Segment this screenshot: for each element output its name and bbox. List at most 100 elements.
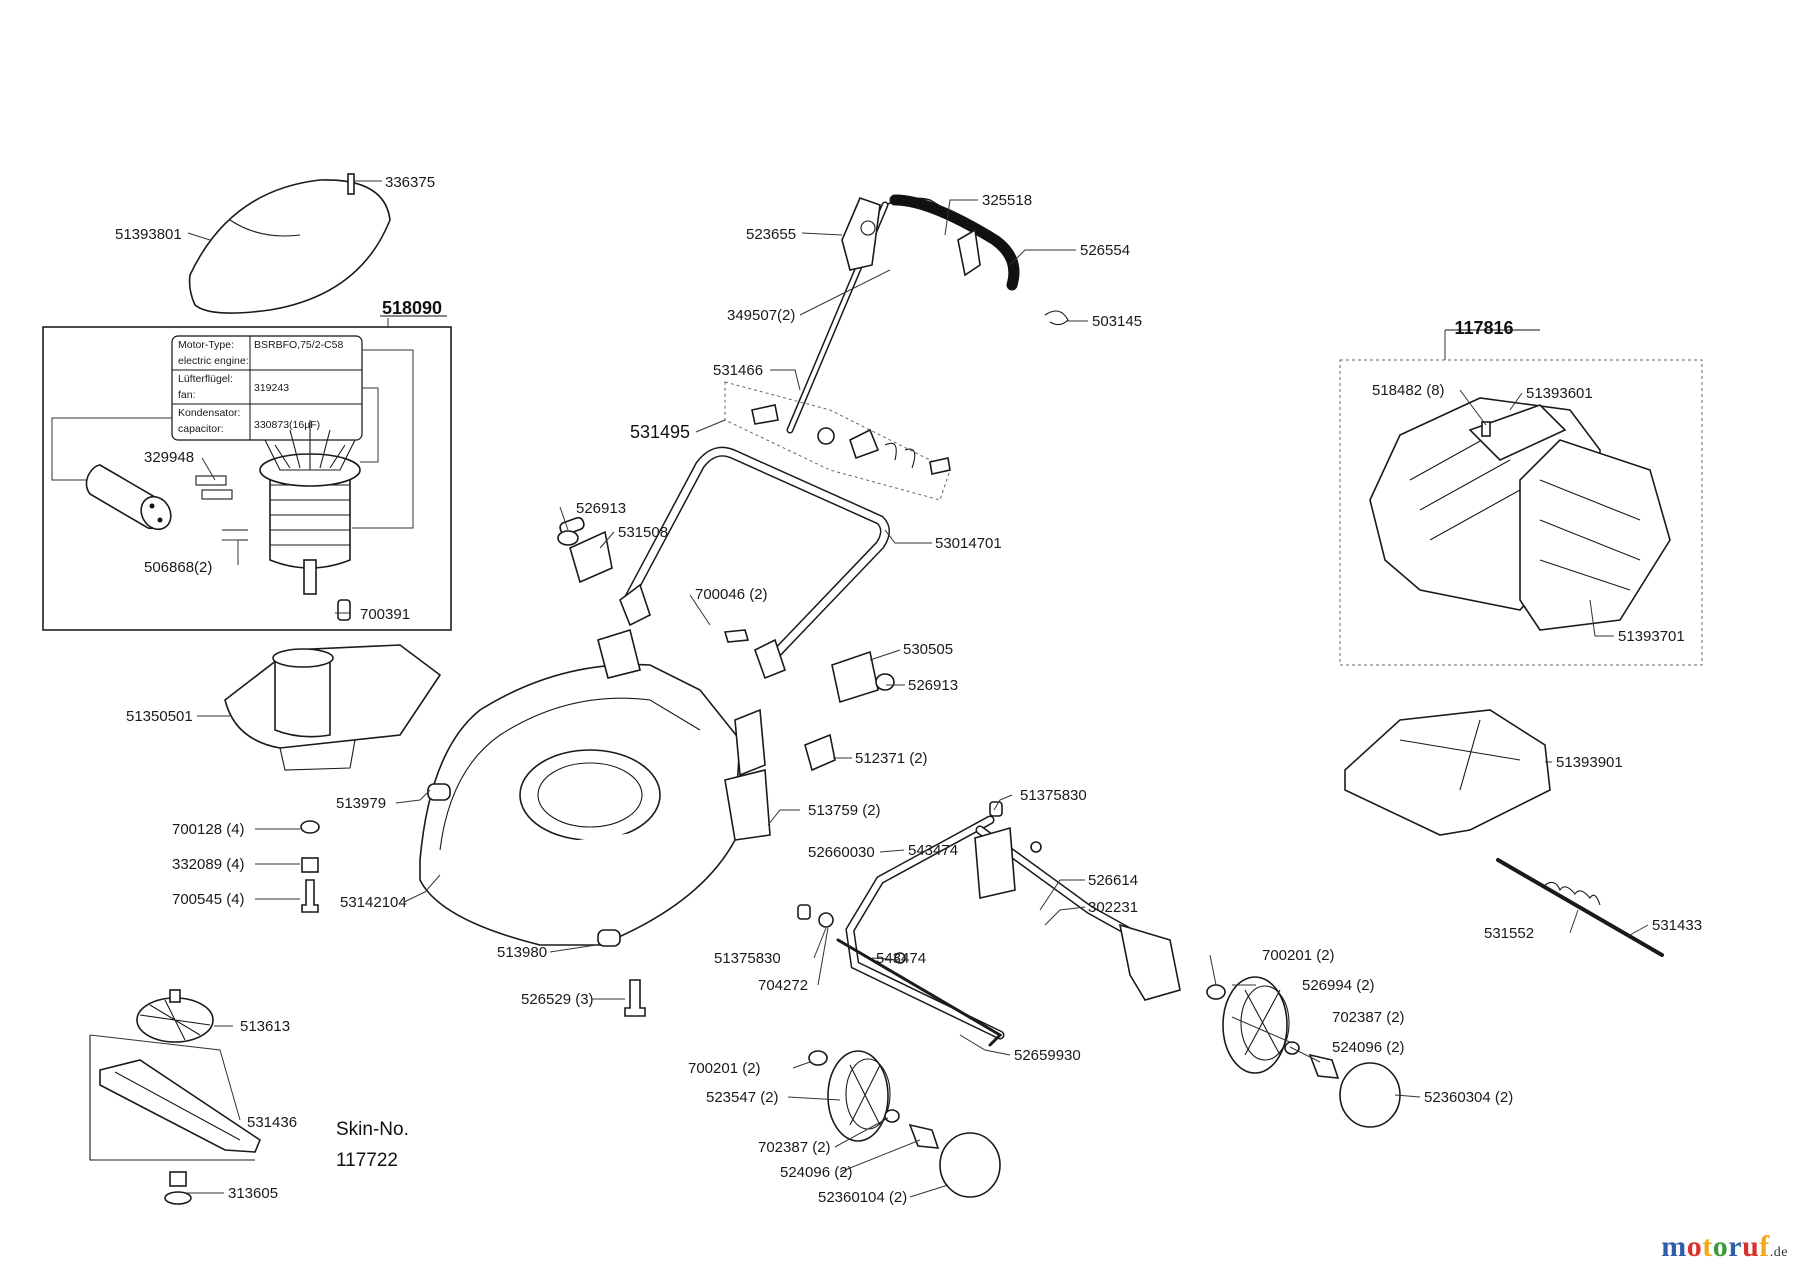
front-wheel-washer-2: [884, 1109, 900, 1123]
label-handle-fixing-group: 531495: [630, 422, 690, 442]
label-bolt: 700545 (4): [172, 891, 245, 908]
label-fixing-bolt: 531466: [713, 362, 763, 379]
label-bushing-2: 513980: [497, 944, 547, 961]
cable-hook-part: [1044, 310, 1069, 326]
label-motor-housing: 51350501: [126, 708, 193, 725]
label-nut: 700128 (4): [172, 821, 245, 838]
motor-group-box: [42, 326, 452, 631]
axle-bracket-right: [1118, 923, 1181, 1001]
label-front-wheel-bolt: 524096 (2): [780, 1164, 853, 1181]
label-bushing: 513979: [336, 795, 386, 812]
axle-washer-part: [1030, 841, 1042, 853]
label-axle-washer-2: 543474: [876, 950, 926, 967]
motor-cover-shade: [229, 219, 301, 237]
axle-washer-part-2: [894, 952, 906, 964]
label-front-axle: 52659930: [1014, 1047, 1081, 1064]
label-grassbag-cover: 51393701: [1618, 628, 1685, 645]
part-labels: 336375 51393801 329948 506868(2) 700391 …: [115, 174, 1702, 1206]
capacitor-value: 330873(16µF): [254, 419, 320, 431]
skin-number: 117722: [336, 1150, 398, 1171]
capacitor-part: [85, 464, 172, 531]
wheel-bushing-part-2: [597, 929, 621, 947]
label-deck: 53142104: [340, 894, 407, 911]
label-front-wheel: 523547 (2): [706, 1089, 779, 1106]
fixing-bolt-part: [751, 404, 779, 425]
label-blade-bolt: 313605: [228, 1185, 278, 1202]
label-square-nut: 332089 (4): [172, 856, 245, 873]
motor-group-number: 518090: [382, 298, 442, 318]
cover-screw-part: [347, 173, 355, 195]
label-blade: 531436: [247, 1114, 297, 1131]
motor-type-value: BSRBFO,75/2-C58: [254, 339, 343, 351]
label-front-wheel-washer: 700201 (2): [688, 1060, 761, 1077]
label-rear-hubcap: 52360304 (2): [1424, 1089, 1513, 1106]
front-hubcap: [939, 1132, 1001, 1198]
handle-bolt-part: [723, 629, 750, 643]
label-height-plate: 513759 (2): [808, 802, 881, 819]
motor-type-label-en: electric engine:: [178, 355, 249, 367]
watermark-logo: motoruf.de: [1661, 1230, 1788, 1264]
handle-grip-part: [889, 194, 1020, 291]
motor-type-label-de: Motor-Type:: [178, 339, 234, 351]
label-handle-screw: 349507(2): [727, 307, 795, 324]
label-grip: 325518: [982, 192, 1032, 209]
lower-handle-part: [623, 446, 890, 665]
grassbag-cover-part: [1519, 439, 1671, 631]
motor-part: [259, 420, 361, 595]
switch-box-part: [841, 196, 881, 271]
motor-info-table: Motor-Type: electric engine: BSRBFO,75/2…: [51, 335, 414, 529]
label-axle-screw: 51375830: [1020, 787, 1087, 804]
flap-spring-part: [1544, 881, 1601, 906]
label-handle-bolt: 700046 (2): [695, 586, 768, 603]
fan-label-en: fan:: [178, 389, 196, 401]
capacitor-label-en: capacitor:: [178, 423, 224, 435]
rear-wheel-bolt: [1308, 1053, 1340, 1079]
label-upper-handle: 526554: [1080, 242, 1130, 259]
label-clamp-washer: 526913: [908, 677, 958, 694]
label-rear-flap: 51393901: [1556, 754, 1623, 771]
nut-part: [300, 820, 320, 834]
label-grassbag-handle: 51393601: [1526, 385, 1593, 402]
rear-wheel: [1206, 976, 1401, 1128]
rear-hubcap: [1339, 1062, 1401, 1128]
watermark-text: motoruf: [1661, 1230, 1770, 1263]
axle-screw-left: [797, 904, 811, 920]
label-rear-wheel: 526994 (2): [1302, 977, 1375, 994]
axle-washer-left: [818, 912, 834, 928]
washer-part: [557, 530, 579, 546]
front-wheel-washer: [808, 1050, 828, 1066]
watermark-suffix: .de: [1769, 1245, 1788, 1260]
label-clamp-lever: 530505: [903, 641, 953, 658]
deck-bracket-left: [597, 628, 641, 679]
label-clamp: 531508: [618, 524, 668, 541]
flap-rod-part: [1496, 858, 1664, 957]
capacitor-label-de: Kondensator:: [178, 407, 240, 419]
connector-part: [195, 475, 233, 500]
label-cable-hook: 503145: [1092, 313, 1142, 330]
grassbag-screw-part: [1481, 421, 1491, 437]
label-front-hubcap: 52360104 (2): [818, 1189, 907, 1206]
rear-flap-part: [1344, 709, 1551, 836]
label-flap-spring: 531552: [1484, 925, 1534, 942]
fixing-knob-part: [849, 428, 880, 460]
label-front-wheel-washer-2: 702387 (2): [758, 1139, 831, 1156]
square-nut-part: [301, 857, 319, 873]
label-rear-wheel-washer-2: 702387 (2): [1332, 1009, 1405, 1026]
label-flap-rod: 531433: [1652, 917, 1702, 934]
label-deck-screw: 526529 (3): [521, 991, 594, 1008]
fixing-screw-part: [929, 457, 951, 475]
grassbag-group-number: 117816: [1454, 318, 1513, 338]
label-grassbag-screw: 518482 (8): [1372, 382, 1445, 399]
leader-lines: [89, 180, 1649, 1198]
sleeve-part: [337, 599, 351, 621]
height-adjust-plate: [724, 768, 771, 841]
fixing-washer-part: [817, 427, 835, 445]
motor-cover-part: [188, 179, 391, 314]
label-rear-wheel-washer: 700201 (2): [1262, 947, 1335, 964]
label-axle-screw-left: 51375830: [714, 950, 781, 967]
deck-bracket-right: [734, 708, 766, 777]
label-wire: 506868(2): [144, 559, 212, 576]
fan-label-de: Lüfterflügel:: [178, 373, 233, 385]
label-sleeve: 700391: [360, 606, 410, 623]
